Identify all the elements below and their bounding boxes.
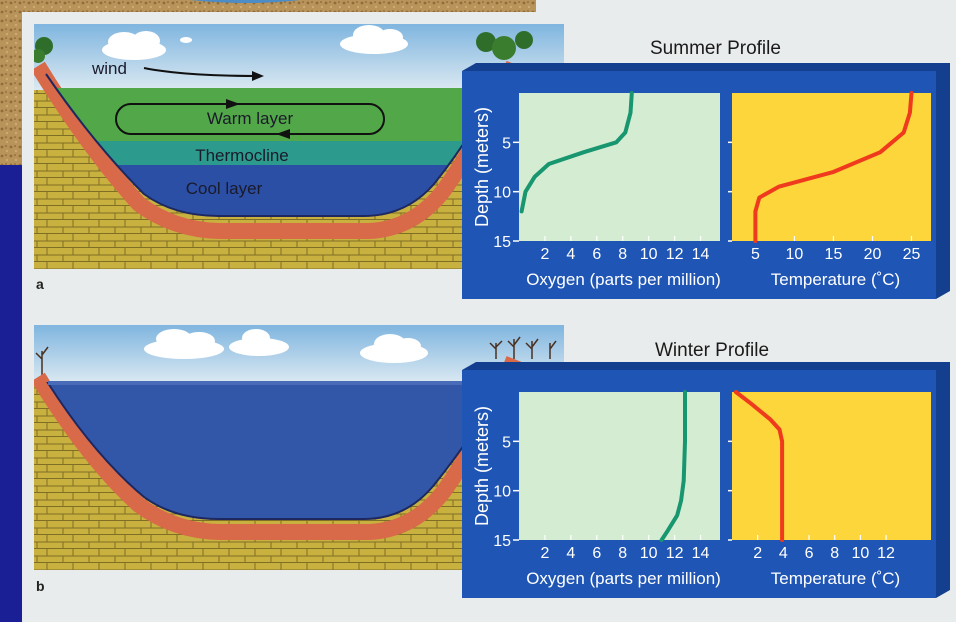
oxygen-tick-label: 12 [666, 246, 684, 263]
oxygen-tick-label: 12 [666, 545, 684, 562]
winter-profile-title: Winter Profile [655, 340, 770, 361]
oxygen-tick-label: 2 [540, 545, 549, 562]
thermocline-layer [46, 141, 504, 165]
oxygen-tick-label: 8 [618, 545, 627, 562]
temperature-tick-label: 10 [851, 545, 869, 562]
warm-layer-label: Warm layer [207, 109, 294, 128]
oxygen-profile-line [659, 390, 687, 542]
oxygen-tick-label: 8 [618, 246, 627, 263]
summer-profile-title: Summer Profile [650, 38, 781, 59]
oxygen-tick-label: 6 [592, 246, 601, 263]
temperature-profile-line [733, 390, 785, 542]
temperature-tick-label: 2 [753, 545, 762, 562]
depth-tick-label: 15 [493, 234, 511, 251]
temperature-axis-label: Temperature (˚C) [771, 569, 900, 588]
depth-tick-label: 5 [502, 434, 511, 451]
temperature-tick-label: 8 [830, 545, 839, 562]
temperature-tick-label: 10 [786, 246, 804, 263]
oxygen-tick-label: 10 [640, 545, 658, 562]
temperature-tick-label: 20 [864, 246, 882, 263]
depth-tick-label: 5 [502, 135, 511, 152]
oxygen-tick-label: 4 [566, 545, 575, 562]
temperature-profile-line [753, 91, 914, 243]
depth-axis-label: Depth (meters) [472, 406, 492, 526]
cloud [144, 329, 289, 359]
depth-axis-label: Depth (meters) [472, 107, 492, 227]
oxygen-tick-label: 4 [566, 246, 575, 263]
oxygen-plot-area [519, 392, 720, 540]
oxygen-tick-label: 2 [540, 246, 549, 263]
panel-letter-b: b [36, 578, 45, 594]
oxygen-tick-label: 10 [640, 246, 658, 263]
temperature-tick-label: 6 [805, 545, 814, 562]
cool-layer-label: Cool layer [186, 179, 263, 198]
cloud [360, 334, 428, 363]
shore-vegetation [34, 31, 533, 63]
wind-label: wind [91, 59, 127, 78]
temperature-tick-label: 15 [825, 246, 843, 263]
oxygen-profile-line [519, 91, 634, 214]
oxygen-plot-area [519, 93, 720, 241]
circulation-loop [115, 103, 385, 135]
panel-letter-a: a [36, 276, 44, 292]
temperature-axis-label: Temperature (˚C) [771, 270, 900, 289]
sandstone-texture [0, 0, 536, 165]
oxygen-tick-label: 14 [692, 246, 710, 263]
depth-tick-label: 15 [493, 533, 511, 550]
temperature-plot-area [732, 93, 931, 241]
wind-arrow [143, 67, 260, 77]
oxygen-axis-label: Oxygen (parts per million) [526, 270, 721, 289]
cloud [340, 25, 408, 54]
bare-trees [35, 336, 557, 375]
cloud [102, 31, 166, 60]
oxygen-axis-label: Oxygen (parts per million) [526, 569, 721, 588]
temperature-tick-label: 12 [877, 545, 895, 562]
temperature-tick-label: 25 [903, 246, 921, 263]
depth-tick-label: 10 [493, 185, 511, 202]
temperature-tick-label: 5 [751, 246, 760, 263]
oxygen-tick-label: 6 [592, 545, 601, 562]
oxygen-tick-label: 14 [692, 545, 710, 562]
temperature-tick-label: 4 [779, 545, 788, 562]
thermocline-label: Thermocline [195, 146, 289, 165]
depth-tick-label: 10 [493, 484, 511, 501]
